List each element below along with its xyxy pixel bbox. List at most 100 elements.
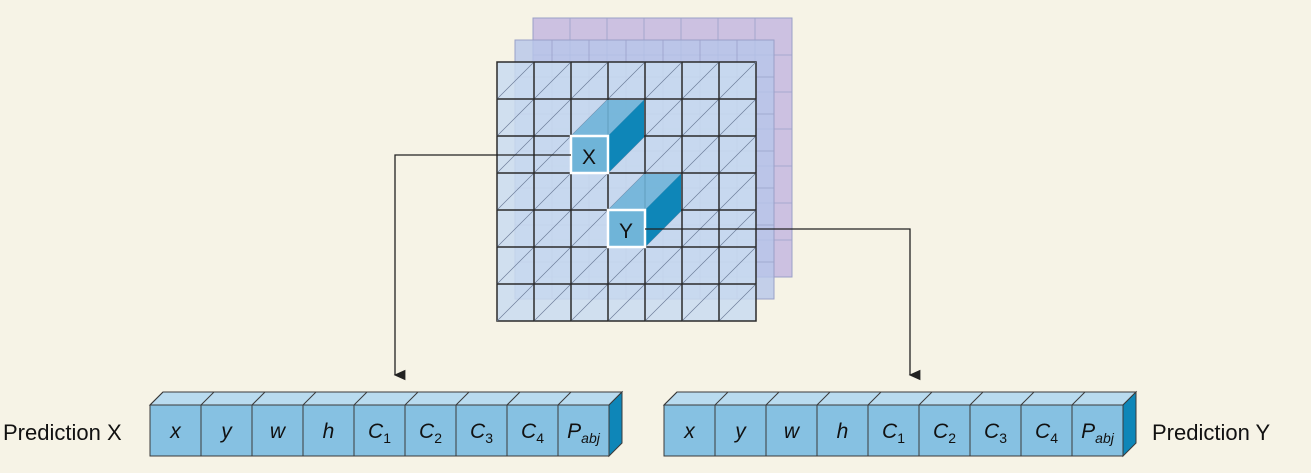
cell-y-front-face xyxy=(606,208,647,249)
vector-cell-label: w xyxy=(270,420,287,443)
vector-cell-sub: 1 xyxy=(383,430,391,446)
vector-cell-main: y xyxy=(219,420,233,443)
vector-top-face xyxy=(662,391,1138,406)
vector-top-face xyxy=(148,391,624,406)
cell-y-top-face xyxy=(608,174,681,210)
cell-diagonal xyxy=(496,209,535,248)
cell-diagonal xyxy=(681,61,720,100)
cell-diagonal xyxy=(570,283,609,322)
vector-cell-main: C xyxy=(984,420,1000,443)
vector-top-divider xyxy=(200,391,215,406)
cell-diagonal xyxy=(644,61,683,100)
cell-diagonal xyxy=(496,98,535,137)
vector-cell-main: x xyxy=(169,420,182,443)
vector-cell xyxy=(714,404,767,457)
vector-cell-main: C xyxy=(933,420,949,443)
vector-cell-sub: 3 xyxy=(485,430,493,446)
cell-diagonal xyxy=(533,246,572,285)
vector-top-divider xyxy=(765,391,780,406)
vector-top-divider xyxy=(455,391,470,406)
vector-top-divider xyxy=(918,391,933,406)
vector-cell-label: C2 xyxy=(419,420,442,446)
vector-top-divider xyxy=(404,391,419,406)
vector-cell xyxy=(404,404,457,457)
vector-cell-main: x xyxy=(683,420,696,443)
vector-cell-main: h xyxy=(323,420,335,443)
cell-diagonal xyxy=(681,172,720,211)
cell-diagonal xyxy=(681,98,720,137)
cell-diagonal xyxy=(533,172,572,211)
vector-cell-main: h xyxy=(837,420,849,443)
vector-top-divider xyxy=(867,391,882,406)
cell-x-side-face xyxy=(608,100,644,173)
cell-diagonal xyxy=(570,246,609,285)
vector-cell-label: y xyxy=(733,420,747,443)
vector-cell-sub: 4 xyxy=(1050,430,1058,446)
connector-x xyxy=(393,154,571,381)
vector-cell xyxy=(557,404,610,457)
cell-diagonal xyxy=(533,209,572,248)
vector-cell-main: y xyxy=(733,420,747,443)
vector-cell xyxy=(200,404,253,457)
vector-cell-main: P xyxy=(567,420,581,443)
cell-x-top-face xyxy=(571,100,644,136)
cell-labels: X Y xyxy=(582,146,633,243)
vector-cell xyxy=(1071,404,1124,457)
vector-cell-label: C2 xyxy=(933,420,956,446)
vector-cell-main: w xyxy=(270,420,287,443)
vector-cell xyxy=(663,404,716,457)
vector-cell xyxy=(816,404,869,457)
cell-diagonal xyxy=(533,283,572,322)
cell-diagonal xyxy=(718,135,757,174)
cell-label-x: X xyxy=(582,146,596,169)
vector-top-divider xyxy=(663,391,678,406)
cell-diagonal xyxy=(496,172,535,211)
vector-cell-label: C4 xyxy=(1035,420,1058,446)
cell-diagonal xyxy=(533,98,572,137)
vector-cell-label: x xyxy=(169,420,182,443)
vector-cell-sub: 1 xyxy=(897,430,905,446)
cell-diagonal xyxy=(718,283,757,322)
vector-cell-label: C4 xyxy=(521,420,544,446)
vector-cell-main: C xyxy=(470,420,486,443)
vector-cell xyxy=(969,404,1022,457)
vector-top-divider xyxy=(302,391,317,406)
cell-diagonal xyxy=(718,172,757,211)
vector-cell-label: w xyxy=(784,420,801,443)
vector-cell-sub: abj xyxy=(1095,430,1115,446)
vector-cell-main: C xyxy=(882,420,898,443)
cell-diagonal xyxy=(718,98,757,137)
vector-cell xyxy=(455,404,508,457)
vector-cell-main: P xyxy=(1081,420,1095,443)
vector-top-divider xyxy=(1020,391,1035,406)
vector-cell-main: C xyxy=(521,420,537,443)
cell-diagonal xyxy=(607,283,646,322)
cell-diagonal xyxy=(533,61,572,100)
cell-diagonal xyxy=(681,283,720,322)
prediction-y-label: Prediction Y xyxy=(1152,420,1271,445)
cell-diagonal xyxy=(644,98,683,137)
vector-top-divider xyxy=(714,391,729,406)
vector-cell-main: C xyxy=(419,420,435,443)
cell-diagonal xyxy=(496,246,535,285)
vector-cell-label: C1 xyxy=(368,420,391,446)
cell-diagonal xyxy=(496,61,535,100)
vector-cell-label: h xyxy=(837,420,849,443)
vector-cell-sub: 3 xyxy=(999,430,1007,446)
vector-cell-sub: 2 xyxy=(434,430,442,446)
vector-cell-main: C xyxy=(1035,420,1051,443)
vector-cell-main: C xyxy=(368,420,384,443)
connector-lines xyxy=(393,154,921,381)
prediction-x-label: Prediction X xyxy=(3,420,122,445)
vector-cell-label: Pabj xyxy=(1081,420,1115,446)
vector-cell-label: h xyxy=(323,420,335,443)
vector-top-divider xyxy=(816,391,831,406)
cell-diagonal xyxy=(681,246,720,285)
cell-diagonal xyxy=(718,61,757,100)
vector-cell-main: w xyxy=(784,420,801,443)
vector-cell-sub: 4 xyxy=(536,430,544,446)
cell-diagonal xyxy=(644,246,683,285)
cell-diagonal xyxy=(681,135,720,174)
